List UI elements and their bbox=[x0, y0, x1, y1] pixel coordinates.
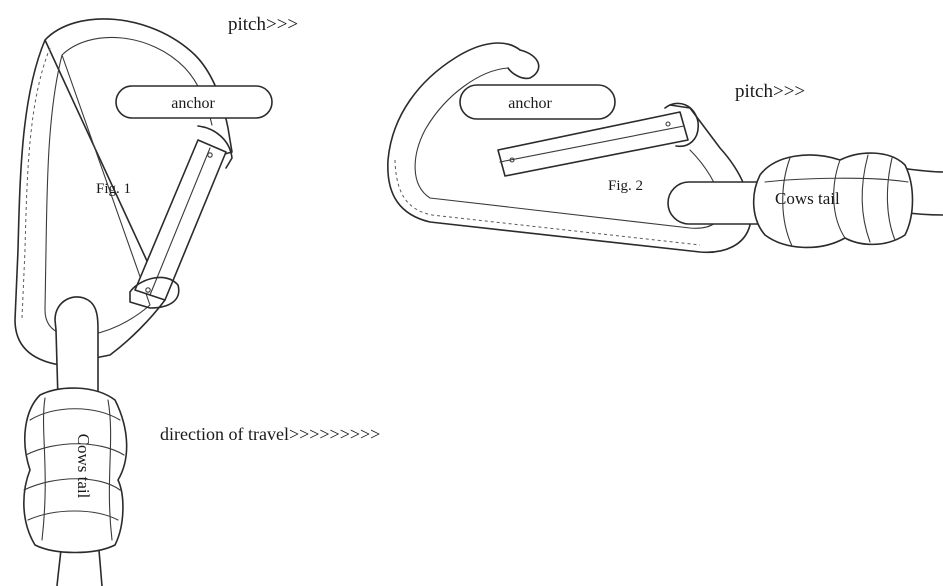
fig1-knot bbox=[23, 387, 128, 554]
fig1-fig-label: Fig. 1 bbox=[96, 181, 131, 197]
fig1-hinge bbox=[129, 276, 180, 309]
fig1-gate-edge bbox=[149, 147, 211, 296]
fig2-pitch-label: pitch>>> bbox=[735, 81, 805, 102]
fig2-knot-wrap-1 bbox=[782, 157, 793, 247]
fig1-anchor-bar bbox=[115, 85, 273, 119]
fig1-anchor-label: anchor bbox=[171, 95, 215, 112]
fig2-anchor-bar bbox=[459, 84, 616, 120]
fig1-knot-wrap-1 bbox=[29, 408, 121, 421]
fig1-pitch-label: pitch>>> bbox=[228, 14, 298, 35]
fig2-hinge bbox=[664, 102, 699, 148]
fig2-anchor-label: anchor bbox=[508, 95, 552, 112]
fig1-knot-strand-1 bbox=[41, 397, 46, 541]
fig2-knot-wrap-3 bbox=[861, 154, 871, 243]
fig2-gate-rivet-left bbox=[509, 157, 515, 163]
direction-label: direction of travel>>>>>>>>> bbox=[160, 424, 380, 444]
fig1-knot-wrap-3 bbox=[23, 478, 121, 491]
fig2-carabiner-outline-dash bbox=[394, 159, 701, 246]
fig1-cows-tail-label: Cows tail bbox=[74, 434, 93, 499]
fig2-gate-edge bbox=[499, 125, 685, 163]
fig1-cows-tail-loop bbox=[54, 296, 99, 401]
fig2-fig-label: Fig. 2 bbox=[608, 178, 643, 194]
fig2-carabiner-nose bbox=[507, 49, 540, 80]
fig1-nose bbox=[197, 125, 233, 169]
fig2-knot-strand bbox=[764, 177, 909, 183]
fig1-gate-rivet-bottom bbox=[145, 287, 151, 293]
fig2-cows-tail-label: Cows tail bbox=[775, 189, 840, 208]
fig1-gate-rivet-top bbox=[207, 152, 213, 158]
figure-1: anchor Cows tail pitch>>> Fig. 1 directi… bbox=[14, 14, 380, 586]
figure-2: anchor Cows tail pitch>>> Fig. 2 bbox=[387, 42, 943, 254]
fig2-gate-rivet-right bbox=[665, 121, 671, 127]
fig1-knot-wrap-2 bbox=[25, 443, 125, 456]
fig1-knot-strand-2 bbox=[107, 399, 113, 541]
fig2-knot-wrap-4 bbox=[886, 157, 896, 241]
fig2-knot-wrap-2 bbox=[833, 159, 846, 239]
